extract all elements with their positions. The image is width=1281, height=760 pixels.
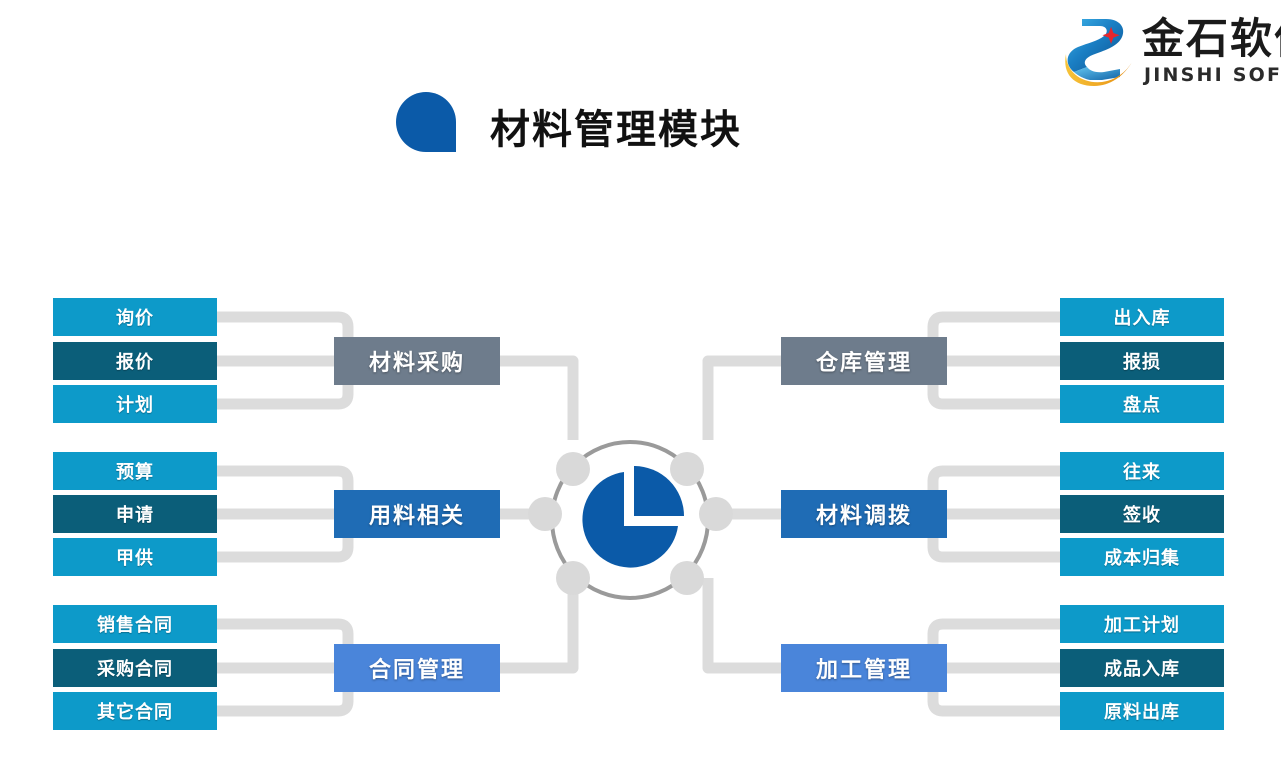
hub-warehouse-mgmt[interactable]: 仓库管理	[781, 337, 947, 385]
hub-material-purchase[interactable]: 材料采购	[334, 337, 500, 385]
center-hub	[528, 440, 733, 600]
leaf-item[interactable]: 其它合同	[53, 692, 217, 730]
leaf-item[interactable]: 申请	[53, 495, 217, 533]
leaf-item[interactable]: 报损	[1060, 342, 1224, 380]
leaf-item[interactable]: 签收	[1060, 495, 1224, 533]
pie-chart-icon	[582, 466, 684, 568]
hub-material-transfer[interactable]: 材料调拨	[781, 490, 947, 538]
brand-name-cn: 金石软件	[1142, 14, 1281, 63]
brand-logo: 金石软件 JINSHI SOFTWARE	[1060, 12, 1281, 90]
leaf-item[interactable]: 销售合同	[53, 605, 217, 643]
leaf-item[interactable]: 成本归集	[1060, 538, 1224, 576]
leaf-item[interactable]: 盘点	[1060, 385, 1224, 423]
ring-node-left	[528, 497, 562, 531]
brand-name-en: JINSHI SOFTWARE	[1144, 64, 1281, 86]
hub-processing-mgmt[interactable]: 加工管理	[781, 644, 947, 692]
leaf-item[interactable]: 往来	[1060, 452, 1224, 490]
leaf-item[interactable]: 原料出库	[1060, 692, 1224, 730]
jinshi-s-swoosh-logo-icon	[1065, 19, 1132, 86]
leaf-item[interactable]: 采购合同	[53, 649, 217, 687]
ring-node-bottom-left	[556, 561, 590, 595]
leaf-item[interactable]: 报价	[53, 342, 217, 380]
hub-contract-mgmt[interactable]: 合同管理	[334, 644, 500, 692]
ring-node-right	[699, 497, 733, 531]
blue-droplet-icon	[396, 92, 456, 152]
page-title: 材料管理模块	[490, 107, 742, 153]
leaf-item[interactable]: 加工计划	[1060, 605, 1224, 643]
leaf-item[interactable]: 询价	[53, 298, 217, 336]
leaf-item[interactable]: 预算	[53, 452, 217, 490]
leaf-item[interactable]: 出入库	[1060, 298, 1224, 336]
ring-node-top-right	[670, 452, 704, 486]
leaf-item[interactable]: 甲供	[53, 538, 217, 576]
hub-material-usage[interactable]: 用料相关	[334, 490, 500, 538]
ring-node-top-left	[556, 452, 590, 486]
leaf-item[interactable]: 成品入库	[1060, 649, 1224, 687]
leaf-item[interactable]: 计划	[53, 385, 217, 423]
ring-node-bottom-right	[670, 561, 704, 595]
